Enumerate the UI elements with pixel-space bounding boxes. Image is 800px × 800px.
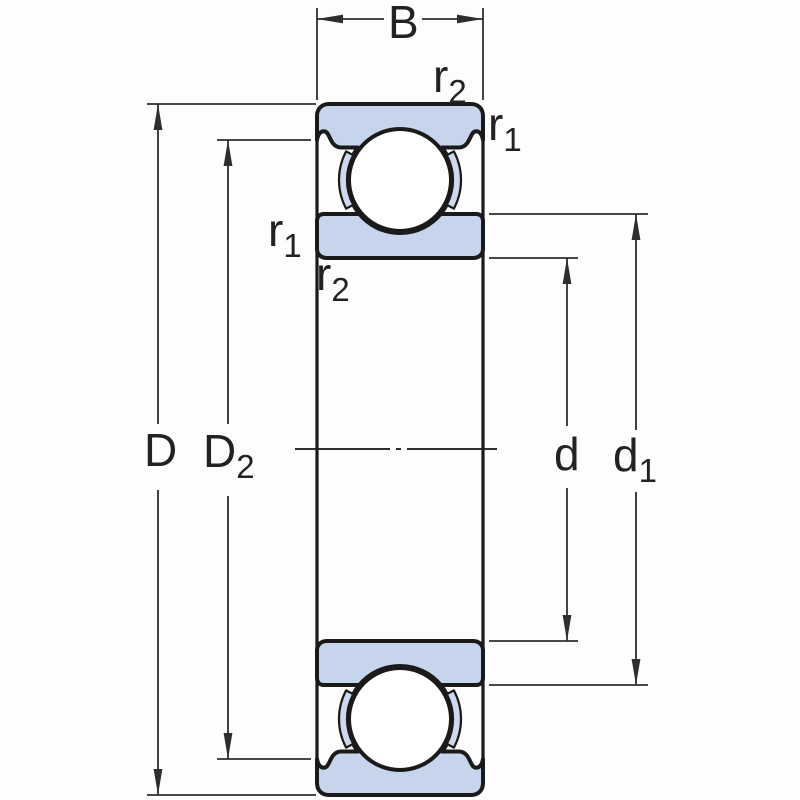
label-D: D bbox=[144, 424, 177, 476]
label-r1-right: r1 bbox=[488, 98, 522, 158]
arrow-down-icon bbox=[153, 769, 163, 795]
dimension-D2: D2 bbox=[203, 139, 311, 760]
label-r2-left: r2 bbox=[316, 248, 350, 308]
dimension-d: d bbox=[489, 257, 580, 642]
label-r1-left: r1 bbox=[268, 204, 302, 264]
label-B: B bbox=[388, 0, 419, 48]
label-d: d bbox=[554, 428, 580, 480]
ball bbox=[347, 127, 453, 233]
label-r2-top: r2 bbox=[433, 50, 467, 110]
arrow-down-icon bbox=[631, 659, 641, 685]
arrow-up-icon bbox=[562, 258, 572, 284]
arrow-up-icon bbox=[223, 140, 233, 166]
bearing-section-bottom bbox=[315, 639, 485, 797]
arrow-right-icon bbox=[457, 14, 483, 24]
arrow-up-icon bbox=[153, 104, 163, 130]
dimension-B: B bbox=[316, 0, 484, 100]
dimension-D: D bbox=[144, 103, 316, 796]
label-D2: D2 bbox=[203, 425, 255, 485]
bearing-section-top bbox=[315, 102, 485, 260]
label-d1: d1 bbox=[613, 429, 657, 489]
arrow-down-icon bbox=[562, 615, 572, 641]
dimension-d1: d1 bbox=[489, 213, 657, 686]
arrow-left-icon bbox=[317, 14, 343, 24]
arrow-up-icon bbox=[631, 214, 641, 240]
arrow-down-icon bbox=[223, 733, 233, 759]
